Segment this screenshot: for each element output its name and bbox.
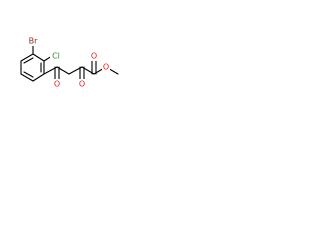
atom-chlorine: Cl: [52, 52, 60, 61]
bond-ketone-to-ch2: [56, 66, 70, 75]
bond-ring-4: [32, 73, 45, 82]
atom-oxygen-ketone-1: O: [54, 80, 60, 89]
bond-ring-inner-1: [23, 57, 34, 64]
molecule-structure: Br Cl O O O O: [20, 37, 119, 89]
atom-oxygen-ketone-2: O: [79, 80, 85, 89]
atom-oxygen-ester: O: [103, 63, 109, 72]
bond-ring-2: [32, 53, 45, 62]
atom-bromine: Br: [29, 37, 38, 46]
bond-ring-inner-3: [23, 71, 34, 78]
bond-ring-5: [20, 73, 34, 82]
atom-oxygen-ester-carbonyl: O: [91, 52, 97, 61]
bond-ring-1: [20, 53, 34, 62]
